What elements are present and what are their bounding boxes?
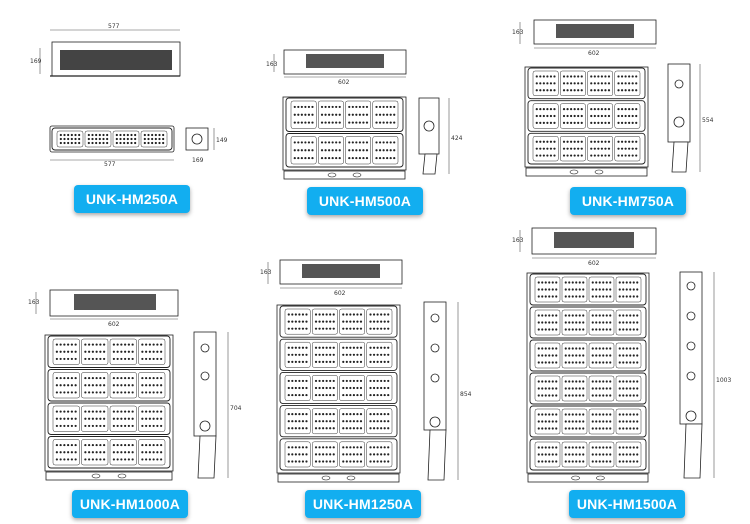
hm500a-top-view: 163 602 xyxy=(266,49,407,86)
hm500a-front-view xyxy=(282,96,407,180)
svg-text:602: 602 xyxy=(334,290,346,297)
hm1250a-front-view xyxy=(276,304,401,483)
svg-text:602: 602 xyxy=(108,321,120,328)
svg-text:854: 854 xyxy=(460,391,472,398)
hm250a-front-view: 577 xyxy=(49,125,175,168)
svg-text:163: 163 xyxy=(512,29,524,36)
model-label: UNK-HM1000A xyxy=(72,490,188,518)
svg-text:1003: 1003 xyxy=(716,377,731,384)
svg-text:554: 554 xyxy=(702,117,714,124)
hm1000a-side-view: 704 xyxy=(193,331,242,479)
svg-text:602: 602 xyxy=(338,79,350,86)
hm1000a-top-view: 163 602 xyxy=(28,289,179,328)
svg-text:704: 704 xyxy=(230,405,242,412)
model-label: UNK-HM1250A xyxy=(305,490,421,518)
hm1500a-side-view: 1003 xyxy=(679,271,731,479)
svg-text:149: 149 xyxy=(216,137,228,144)
svg-text:163: 163 xyxy=(28,299,40,306)
svg-text:169: 169 xyxy=(30,58,42,65)
model-label: UNK-HM750A xyxy=(570,187,686,215)
svg-text:424: 424 xyxy=(451,135,463,142)
model-label: UNK-HM250A xyxy=(74,185,190,213)
svg-text:577: 577 xyxy=(108,23,120,30)
svg-text:169: 169 xyxy=(192,157,204,164)
svg-text:163: 163 xyxy=(266,61,278,68)
model-label: UNK-HM1500A xyxy=(569,490,685,518)
hm750a-front-view xyxy=(524,66,649,177)
hm750a-top-view: 163 602 xyxy=(512,19,657,57)
hm750a-side-view: 554 xyxy=(667,63,714,173)
hm500a-side-view: 424 xyxy=(418,97,463,175)
svg-text:577: 577 xyxy=(104,161,116,168)
hm250a-top-view: 577 169 xyxy=(30,23,181,77)
svg-text:163: 163 xyxy=(260,269,272,276)
svg-text:602: 602 xyxy=(588,50,600,57)
hm1250a-top-view: 163 602 xyxy=(260,259,403,297)
hm1000a-front-view xyxy=(44,334,174,481)
hm1500a-front-view xyxy=(526,272,650,483)
hm250a-side-view: 149 169 xyxy=(185,127,228,164)
model-label: UNK-HM500A xyxy=(307,187,423,215)
svg-text:602: 602 xyxy=(588,260,600,267)
hm1250a-side-view: 854 xyxy=(423,301,472,481)
svg-text:163: 163 xyxy=(512,237,524,244)
hm1500a-top-view: 163 602 xyxy=(512,227,657,267)
